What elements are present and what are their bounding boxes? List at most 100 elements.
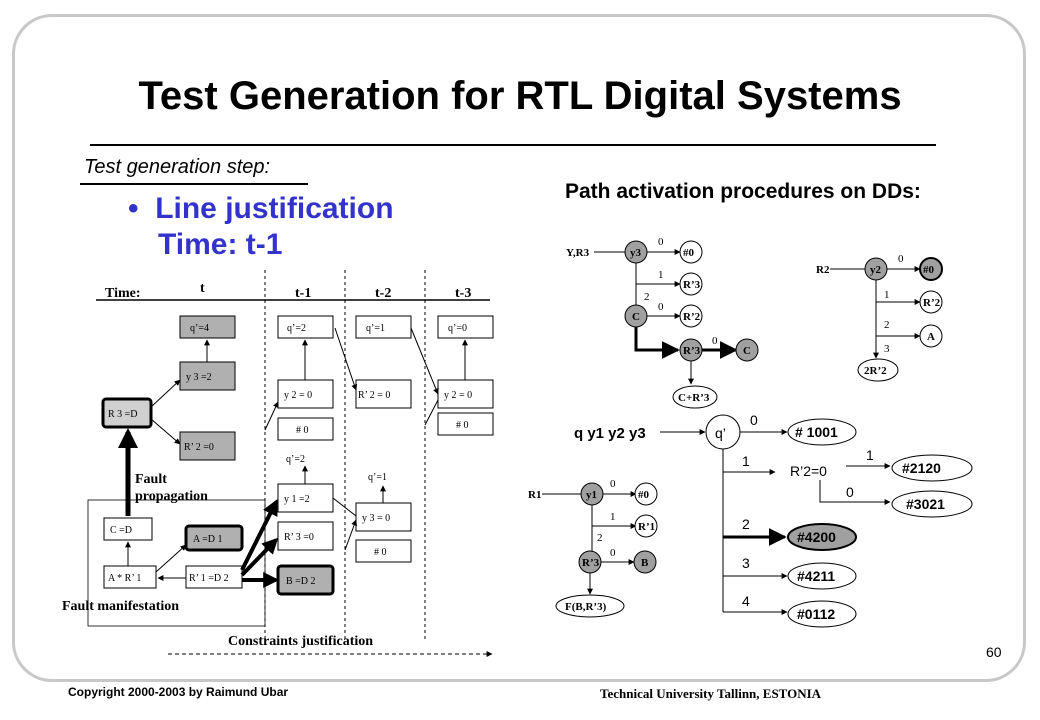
copyright: Copyright 2000-2003 by Raimund Ubar: [68, 685, 289, 699]
bullet-text: Line justification: [155, 192, 394, 225]
svg-text:0: 0: [610, 478, 616, 490]
box-r3-d: [101, 397, 153, 429]
svg-text:R’3: R’3: [582, 557, 600, 569]
box-r2-0: [179, 431, 236, 461]
box-q2: [277, 315, 334, 339]
arrow-to-y3: [344, 519, 357, 551]
svg-text:2: 2: [644, 291, 650, 303]
arrow-to-y2: [264, 401, 279, 431]
box-q2-text: q’=2: [287, 323, 306, 334]
box-r1-d2-text: R’ 1 =D 2: [189, 573, 229, 584]
box-r1-d2: [185, 565, 243, 589]
svg-text:C+R’3: C+R’3: [678, 392, 710, 404]
fault-propagation-label-2: propagation: [135, 489, 208, 504]
svg-text:0: 0: [658, 301, 664, 313]
svg-text:y2: y2: [870, 264, 882, 276]
thick-arrow-y1: [240, 499, 278, 571]
col-t3: t-3: [455, 286, 471, 301]
dd2-hash0: [919, 257, 943, 281]
svg-text:R’3: R’3: [683, 345, 701, 357]
dd1-input: Y,R3: [566, 247, 590, 259]
dd4-t4211: [787, 562, 857, 590]
box-hash0c: [355, 539, 412, 563]
svg-text:#0112: #0112: [797, 606, 835, 622]
dd4: q y1 y2 y3 q’ 0 # 1001 1 R’2=0 1 #2120 0…: [574, 412, 973, 628]
page-number: 60: [986, 644, 1002, 660]
svg-text:R’2: R’2: [683, 311, 701, 323]
svg-text:#4211: #4211: [797, 568, 835, 584]
svg-text:R’1: R’1: [638, 521, 655, 533]
dd2-input: R2: [816, 264, 830, 276]
fault-area-box: [87, 499, 266, 627]
col-t: t: [200, 281, 205, 296]
dd1-node-y3-text: y3: [630, 247, 642, 259]
svg-text:3: 3: [884, 343, 890, 355]
timeline-diagram: Time: t t-1 t-2 t-3 q’=4 y 3 =2 R 3 =D R…: [62, 270, 494, 657]
label-q1: q’=1: [368, 472, 387, 483]
box-r3p-0: [277, 521, 334, 551]
dd4-t3021: [891, 490, 973, 518]
svg-text:1: 1: [866, 447, 874, 463]
svg-text:1: 1: [884, 289, 890, 301]
svg-text:# 1001: # 1001: [795, 424, 838, 440]
link-y1-y3: [332, 497, 357, 517]
slide-title: Test Generation for RTL Digital Systems: [138, 74, 902, 118]
box-r2-0-text: R’ 2 =0: [184, 442, 214, 453]
dd1-r3: [679, 272, 703, 296]
svg-text:#2120: #2120: [902, 460, 941, 476]
dd2-r2: [919, 290, 943, 314]
svg-text:2R’2: 2R’2: [864, 365, 887, 377]
svg-text:B: B: [641, 557, 649, 569]
col-t1: t-1: [295, 286, 311, 301]
box-a-r1-text: A * R’ 1: [108, 573, 141, 584]
label-q2: q’=2: [286, 454, 305, 465]
dd4-t0112: [787, 600, 857, 628]
svg-text:y1: y1: [586, 489, 597, 501]
col-t2: t-2: [375, 286, 391, 301]
svg-text:#3021: #3021: [906, 496, 945, 512]
thick-arrow-r3: [240, 537, 279, 577]
box-q1: [355, 315, 412, 339]
box-a-d1: [184, 524, 244, 552]
slide-frame: [12, 14, 1026, 682]
arrow-r3-y3: [150, 379, 181, 408]
svg-text:4: 4: [742, 593, 750, 609]
dd2: R2 y2 0 #0 1 R’2 2 A 3 2R’2: [816, 253, 943, 382]
box-y3-0-text: y 3 = 0: [362, 513, 390, 524]
fault-manifestation-label: Fault manifestation: [62, 599, 179, 614]
svg-text:#0: #0: [638, 489, 650, 501]
constraints-label: Constraints justification: [228, 634, 373, 649]
dd3-f: [555, 594, 625, 618]
dd1-c-r3: [672, 385, 718, 409]
dd1-r2: [679, 304, 703, 328]
svg-text:#4200: #4200: [797, 529, 836, 545]
box-q4: [179, 315, 236, 339]
box-hash0a-text: # 0: [296, 425, 309, 436]
fault-propagation-label-1: Fault: [135, 472, 167, 487]
box-q4-text: q’=4: [190, 323, 209, 334]
time-label: Time:: [105, 286, 141, 301]
arrow-ar1-ad1: [155, 544, 187, 573]
dd1-c-term: [735, 338, 759, 362]
dd4-t1001: [787, 418, 857, 446]
box-c-d-text: C =D: [110, 525, 132, 536]
dd4-node-r2: R’2=0: [790, 463, 827, 479]
box-y1-2-text: y 1 =2: [284, 494, 310, 505]
arrow-q1-y2: [410, 327, 439, 395]
link-hash-y2: [424, 399, 439, 426]
arrow-q2-r2p: [334, 327, 358, 391]
box-q0-text: q’=0: [448, 323, 467, 334]
svg-text:0: 0: [658, 236, 664, 248]
box-a-d1-text: A =D 1: [193, 534, 223, 545]
dd2-two-r2: [857, 358, 899, 382]
box-r2p-0: [355, 379, 412, 409]
box-q0: [437, 315, 494, 339]
dd4-header: q y1 y2 y3: [574, 425, 646, 442]
box-y2-0b-text: y 2 = 0: [444, 390, 472, 401]
svg-text:2: 2: [597, 532, 603, 544]
box-y3-2-text: y 3 =2: [186, 372, 212, 383]
box-hash0a: [277, 417, 334, 441]
svg-text:0: 0: [610, 547, 616, 559]
box-b-d2-text: B =D 2: [286, 576, 316, 587]
svg-text:#0: #0: [923, 264, 935, 276]
